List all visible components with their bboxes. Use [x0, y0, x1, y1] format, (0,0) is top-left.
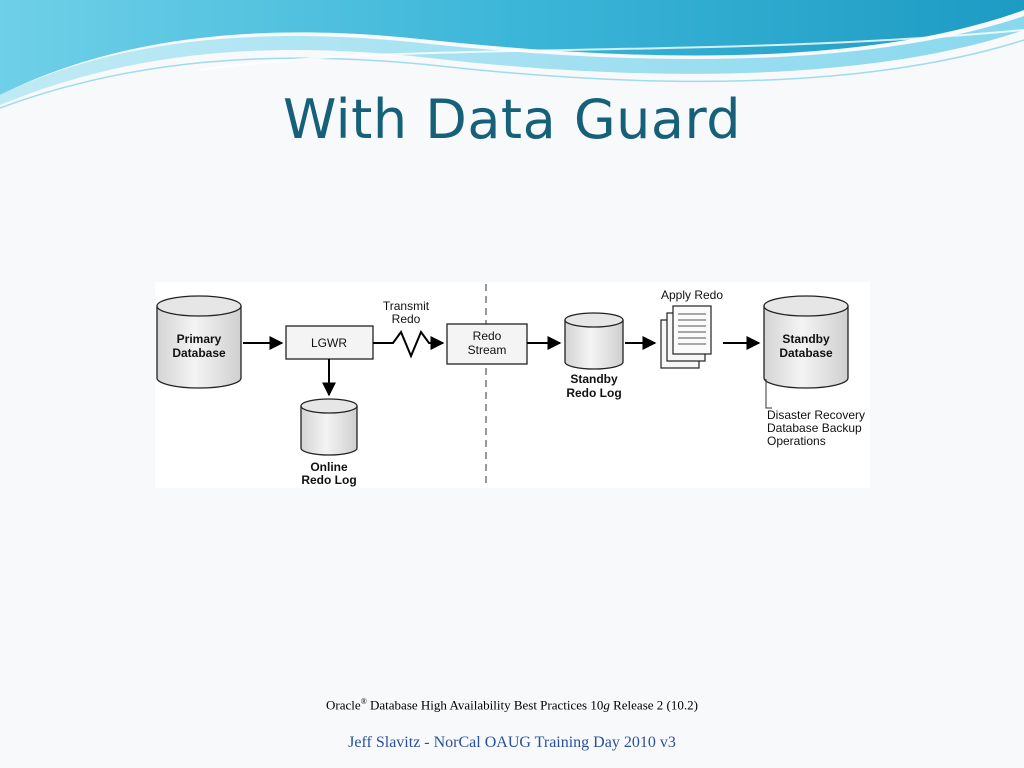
- data-guard-diagram: Primary Database LGWR Online Redo Log Tr…: [155, 282, 870, 488]
- standby-db-label-1: Standby: [782, 332, 830, 346]
- transmit-redo-zigzag-arrow: [373, 329, 445, 359]
- decorative-swoosh-header: [0, 0, 1024, 109]
- caption-oracle: Oracle: [326, 697, 361, 713]
- apply-redo-label: Apply Redo: [661, 288, 723, 302]
- redo-stream-box: Redo Stream: [446, 323, 528, 365]
- standby-redo-log-cylinder: Standby Redo Log: [564, 312, 624, 400]
- standby-use-database-backup: Database Backup: [767, 421, 862, 435]
- online-redo-log-cylinder: Online Redo Log: [300, 398, 358, 487]
- online-redo-log-label-1: Online: [310, 460, 348, 474]
- transmit-redo-label-1: Transmit: [383, 299, 430, 313]
- caption-suffix: Release 2 (10.2): [609, 697, 698, 713]
- caption-g: g: [603, 697, 610, 713]
- standby-database-cylinder: Standby Database: [763, 295, 849, 389]
- caption-registered-mark: ®: [360, 697, 367, 706]
- primary-db-label-2: Database: [172, 346, 226, 360]
- standby-use-disaster-recovery: Disaster Recovery: [767, 408, 865, 422]
- standby-uses-callout-line: [765, 379, 772, 409]
- caption-middle: Database High Availability Best Practice…: [366, 697, 604, 713]
- slide-footer: Jeff Slavitz - NorCal OAUG Training Day …: [348, 734, 676, 751]
- online-redo-log-label-2: Redo Log: [301, 473, 356, 487]
- primary-db-label-1: Primary: [177, 332, 222, 346]
- standby-db-label-2: Database: [779, 346, 833, 360]
- apply-redo-documents-icon: [660, 305, 712, 369]
- redo-stream-label-1: Redo: [473, 329, 502, 343]
- primary-database-cylinder: Primary Database: [156, 295, 242, 389]
- transmit-redo-label-2: Redo: [392, 312, 421, 326]
- lgwr-label: LGWR: [311, 336, 347, 350]
- redo-stream-label-2: Stream: [468, 343, 507, 357]
- slide-title: With Data Guard: [282, 88, 742, 151]
- standby-redo-log-label-1: Standby: [570, 372, 618, 386]
- source-caption: Oracle® Database High Availability Best …: [0, 697, 1024, 713]
- standby-redo-log-label-2: Redo Log: [566, 386, 621, 400]
- lgwr-box: LGWR: [285, 325, 374, 360]
- standby-use-operations: Operations: [767, 434, 826, 448]
